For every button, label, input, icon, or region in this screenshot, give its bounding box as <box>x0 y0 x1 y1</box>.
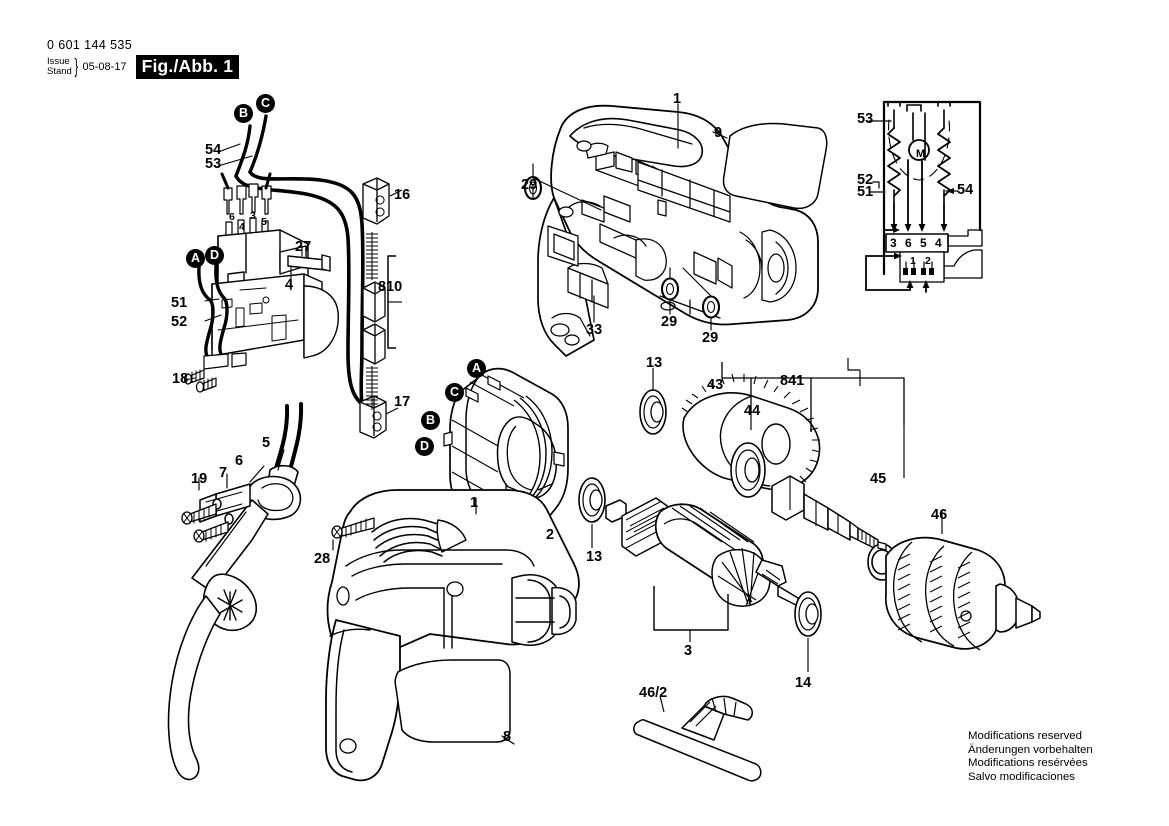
schematic-label-52: 52 <box>857 172 874 188</box>
schematic-plug-2: 2 <box>925 255 931 267</box>
armature-assembly <box>605 497 799 642</box>
callout-4: 4 <box>285 277 294 293</box>
callout-53-switch: 53 <box>205 156 222 172</box>
notice-line-fr: Modifications resérvées <box>968 757 1088 770</box>
callout-52-switch: 52 <box>171 314 188 330</box>
schematic-label-54: 54 <box>957 182 974 198</box>
sheet-header: 0 601 144 535 Issue Stand } 05-08-17 Fig… <box>47 38 240 79</box>
issue-label: Issue <box>47 55 70 67</box>
issue-row: Issue Stand } 05-08-17 Fig./Abb. 1 <box>47 55 240 79</box>
callout-29-b: 29 <box>661 314 678 330</box>
callout-841: 841 <box>780 373 805 389</box>
notice-line-es: Salvo modificaciones <box>968 770 1075 783</box>
drill-chuck <box>884 510 1041 651</box>
schematic-terminal-6: 6 <box>905 236 912 250</box>
callout-3: 3 <box>684 643 693 659</box>
callout-2: 2 <box>546 527 555 543</box>
badge-c-stator: C <box>445 383 464 402</box>
callout-1-body: 1 <box>470 495 479 511</box>
badge-d-switch: D <box>205 246 224 265</box>
bearings <box>578 368 822 672</box>
schematic-label-53: 53 <box>857 111 874 127</box>
callout-13-a: 13 <box>586 549 603 565</box>
callout-17: 17 <box>394 394 411 410</box>
brush-group <box>359 177 403 439</box>
issue-stand-labels: Issue Stand <box>47 55 72 78</box>
brace-glyph: } <box>74 56 79 78</box>
callout-6: 6 <box>235 453 244 469</box>
schematic-motor-symbol: M <box>916 148 926 160</box>
callout-terminal-3: 3 <box>250 210 256 222</box>
modifications-notice: Modifications reserved Änderungen vorbeh… <box>968 730 1093 784</box>
callout-29-a: 29 <box>521 177 538 193</box>
callout-54-switch: 54 <box>205 142 222 158</box>
callout-45: 45 <box>870 471 887 487</box>
callout-16: 16 <box>394 187 411 203</box>
callout-1-housing: 1 <box>673 91 682 107</box>
badge-b-switch: B <box>234 104 253 123</box>
callout-46: 46 <box>931 507 948 523</box>
callout-44: 44 <box>744 403 761 419</box>
callout-27: 27 <box>295 239 312 255</box>
badge-c-switch: C <box>256 94 275 113</box>
callout-28: 28 <box>314 551 331 567</box>
schematic-terminal-3: 3 <box>890 236 897 250</box>
chuck-key <box>633 695 762 782</box>
notice-line-de: Änderungen vorbehalten <box>968 743 1093 756</box>
issue-date: 05-08-17 <box>82 61 127 73</box>
notice-line-en: Modifications reserved <box>968 730 1082 742</box>
callout-19: 19 <box>191 471 208 487</box>
callout-terminal-5: 5 <box>261 216 267 228</box>
wiring-schematic <box>865 100 983 293</box>
figure-badge: Fig./Abb. 1 <box>135 55 240 79</box>
callout-43: 43 <box>707 377 724 393</box>
callout-810: 810 <box>378 279 403 295</box>
badge-b-stator: B <box>421 411 440 430</box>
callout-terminal-4: 4 <box>239 221 245 233</box>
part-number: 0 601 144 535 <box>47 38 133 52</box>
badge-a-stator: A <box>467 359 486 378</box>
callout-18: 18 <box>172 371 189 387</box>
callout-29-c: 29 <box>702 330 719 346</box>
callout-terminal-6: 6 <box>229 211 235 223</box>
housing-half-lower <box>325 489 580 782</box>
callout-13-b: 13 <box>646 355 663 371</box>
gear-spindle-group <box>681 358 905 581</box>
badge-d-stator: D <box>415 437 434 456</box>
schematic-label-51: 51 <box>857 184 874 200</box>
schematic-terminal-5: 5 <box>920 236 927 250</box>
schematic-terminal-4: 4 <box>935 236 942 250</box>
badge-a-switch: A <box>186 249 205 268</box>
schematic-plug-1: 1 <box>910 255 916 267</box>
callout-33: 33 <box>586 322 603 338</box>
callout-51-switch: 51 <box>171 295 188 311</box>
switch-wiring-group <box>183 114 365 406</box>
callout-8: 8 <box>503 729 512 745</box>
cord-set <box>167 402 304 781</box>
callout-5: 5 <box>262 435 271 451</box>
callout-46-2: 46/2 <box>639 685 668 701</box>
stand-label: Stand <box>47 66 72 77</box>
motor-housing-half <box>523 103 828 357</box>
callout-9: 9 <box>714 125 723 141</box>
callout-14: 14 <box>795 675 812 691</box>
callout-7: 7 <box>219 465 228 481</box>
